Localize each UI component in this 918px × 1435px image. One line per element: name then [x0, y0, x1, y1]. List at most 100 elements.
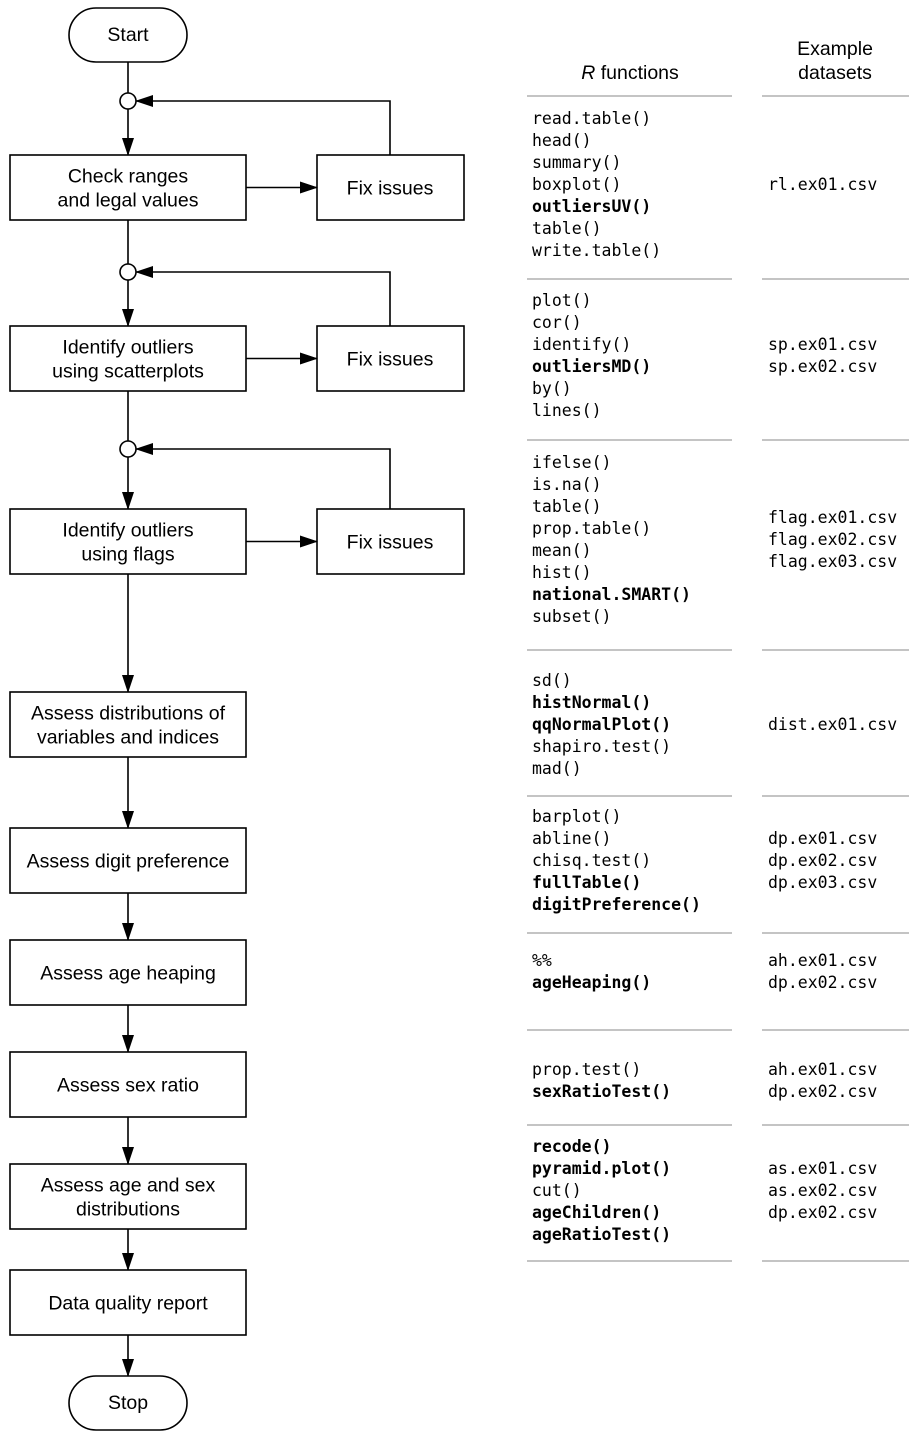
r-function-name: mad()	[532, 759, 582, 778]
table-rule	[762, 795, 909, 797]
table-rule	[527, 439, 732, 441]
dataset-name: dp.ex02.csv	[768, 851, 878, 870]
fix-issues-label: Fix issues	[347, 178, 434, 200]
r-function-name: prop.table()	[532, 519, 652, 538]
r-italic: R	[581, 62, 596, 84]
step-label: Identify outliers	[62, 337, 193, 359]
package-function-name: qqNormalPlot()	[532, 715, 672, 734]
package-function-name: recode()	[532, 1137, 612, 1156]
dataset-name: ah.ex01.csv	[768, 1060, 878, 1079]
step-label: Identify outliers	[62, 520, 193, 542]
fix-issues-box	[316, 325, 465, 392]
stop-terminator	[68, 1375, 188, 1431]
table-rule	[762, 278, 909, 280]
step-box	[9, 827, 247, 894]
step-box	[9, 325, 247, 392]
step-label: using scatterplots	[52, 361, 204, 383]
step-label: distributions	[76, 1199, 180, 1221]
fix-issues-label: Fix issues	[347, 349, 434, 371]
step-label: variables and indices	[37, 727, 219, 749]
fix-issues-label: Fix issues	[347, 532, 434, 554]
step-label: using flags	[81, 544, 174, 566]
step-label: Assess digit preference	[27, 851, 230, 873]
package-function-name: ageHeaping()	[532, 973, 652, 992]
package-function-name: ageChildren()	[532, 1203, 662, 1222]
r-function-name: chisq.test()	[532, 851, 652, 870]
merge-node	[119, 263, 137, 281]
r-function-name: %%	[532, 951, 552, 970]
dataset-name: dp.ex02.csv	[768, 1203, 878, 1222]
r-function-name: prop.test()	[532, 1060, 642, 1079]
dataset-name: dp.ex02.csv	[768, 1082, 878, 1101]
table-rule	[527, 649, 732, 651]
table-rule	[762, 1124, 909, 1126]
table-rule	[527, 932, 732, 934]
table-rule	[527, 795, 732, 797]
step-box	[9, 508, 247, 575]
r-function-name: barplot()	[532, 807, 622, 826]
r-function-name: lines()	[532, 401, 602, 420]
r-function-name: by()	[532, 379, 572, 398]
r-function-name: abline()	[532, 829, 612, 848]
loop-back-arrow	[135, 443, 391, 509]
step-label: Assess distributions of	[31, 703, 226, 725]
package-function-name: fullTable()	[532, 873, 642, 892]
dataset-name: flag.ex03.csv	[768, 552, 898, 571]
step-box	[9, 1051, 247, 1118]
dataset-name: as.ex02.csv	[768, 1181, 878, 1200]
loop-back-arrow	[135, 266, 391, 326]
datasets-header-line1: Example	[797, 38, 873, 60]
package-function-name: ageRatioTest()	[532, 1225, 672, 1244]
r-function-name: is.na()	[532, 475, 602, 494]
package-function-name: histNormal()	[532, 693, 652, 712]
dataset-name: dp.ex01.csv	[768, 829, 878, 848]
dataset-name: dp.ex03.csv	[768, 873, 878, 892]
table-rule	[762, 932, 909, 934]
step-label: Assess age heaping	[40, 963, 216, 985]
loop-back-arrow	[135, 95, 391, 155]
r-function-name: cut()	[532, 1181, 582, 1200]
table-rule	[527, 278, 732, 280]
dataset-name: ah.ex01.csv	[768, 951, 878, 970]
step-box	[9, 691, 247, 758]
r-function-name: read.table()	[532, 109, 652, 128]
r-function-name: hist()	[532, 563, 592, 582]
step-box	[9, 1269, 247, 1336]
dataset-name: dist.ex01.csv	[768, 715, 898, 734]
r-function-name: ifelse()	[532, 453, 612, 472]
r-function-name: write.table()	[532, 241, 662, 260]
dataset-name: dp.ex02.csv	[768, 973, 878, 992]
table-rule	[527, 1124, 732, 1126]
table-rule	[762, 439, 909, 441]
table-rule	[527, 1029, 732, 1031]
package-function-name: pyramid.plot()	[532, 1159, 672, 1178]
dataset-name: as.ex01.csv	[768, 1159, 878, 1178]
r-function-name: identify()	[532, 335, 632, 354]
table-rule	[527, 1260, 732, 1262]
merge-node	[119, 440, 137, 458]
r-function-name: mean()	[532, 541, 592, 560]
step-label: Data quality report	[48, 1293, 208, 1315]
dataset-name: sp.ex01.csv	[768, 335, 878, 354]
r-function-name: plot()	[532, 291, 592, 310]
table-rule	[762, 95, 909, 97]
merge-node	[119, 92, 137, 110]
functions-header-text: functions	[595, 62, 679, 84]
r-function-name: head()	[532, 131, 592, 150]
dataset-name: sp.ex02.csv	[768, 357, 878, 376]
r-function-name: sd()	[532, 671, 572, 690]
step-box	[9, 1163, 247, 1230]
step-label: and legal values	[58, 190, 199, 212]
r-function-name: summary()	[532, 153, 622, 172]
r-function-name: table()	[532, 219, 602, 238]
r-function-name: boxplot()	[532, 175, 622, 194]
step-label: Assess age and sex	[41, 1175, 216, 1197]
datasets-header-line2: datasets	[798, 62, 872, 84]
r-function-name: table()	[532, 497, 602, 516]
functions-column-header: R functions	[540, 61, 720, 85]
table-rule	[762, 649, 909, 651]
table-rule	[762, 1260, 909, 1262]
stop-label: Stop	[108, 1392, 148, 1414]
